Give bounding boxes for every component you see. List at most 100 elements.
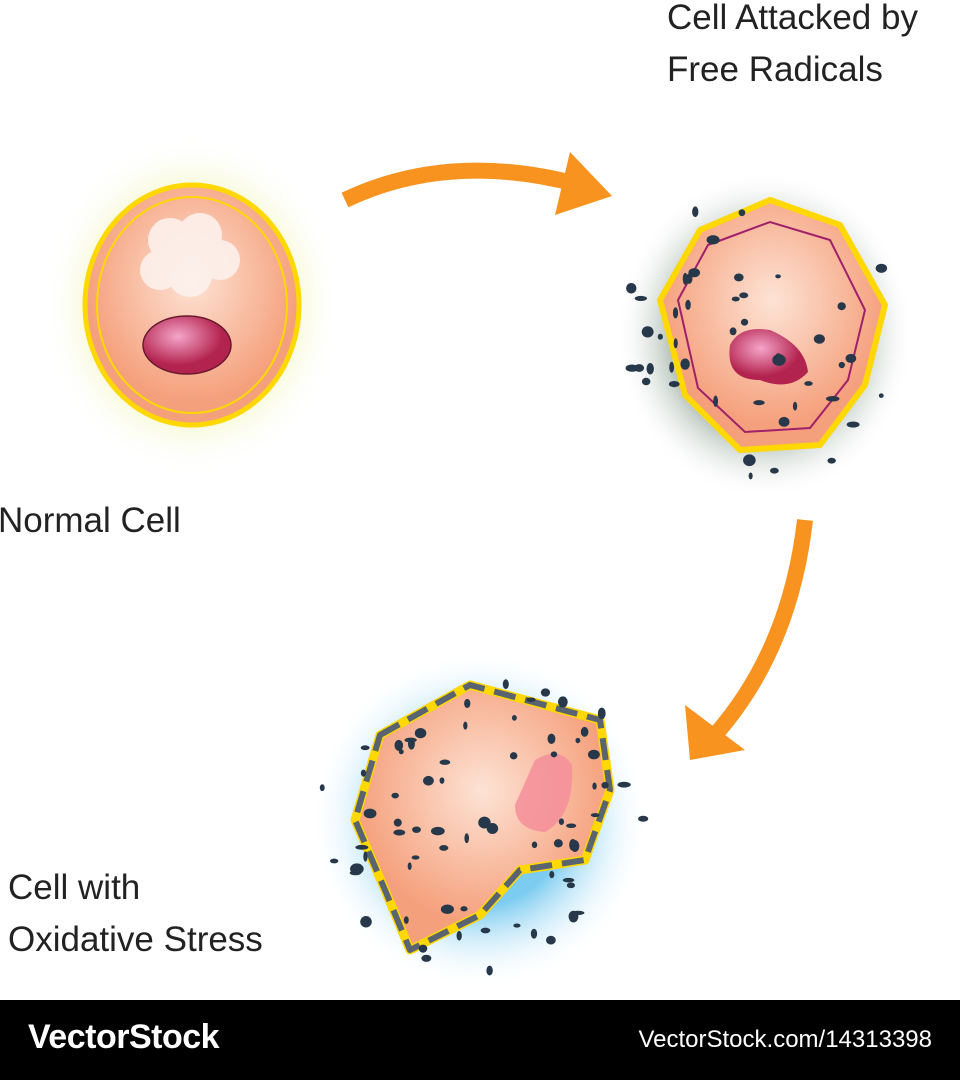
free-radical-speck — [349, 870, 362, 876]
free-radical-speck — [404, 737, 417, 743]
free-radical-speck — [464, 698, 471, 708]
free-radical-speck — [634, 295, 648, 301]
free-radical-speck — [412, 826, 421, 833]
free-radical-speck — [355, 844, 369, 850]
free-radical-speck — [575, 737, 581, 744]
free-radical-speck — [692, 206, 699, 218]
free-radical-speck — [511, 715, 517, 721]
free-radical-speck — [421, 954, 432, 962]
free-radical-speck — [792, 401, 798, 411]
free-radical-speck — [875, 263, 888, 273]
free-radical-speck — [569, 838, 577, 851]
free-radical-speck — [713, 395, 718, 407]
free-radical-speck — [804, 381, 813, 386]
free-radical-speck — [526, 697, 536, 702]
free-radical-speck — [460, 906, 468, 912]
free-radical-speck — [672, 307, 679, 319]
label-attacked-line1: Cell Attacked by — [667, 0, 918, 37]
free-radical-speck — [418, 944, 428, 953]
free-radical-speck — [626, 282, 637, 294]
free-radicals — [319, 206, 888, 976]
free-radical-speck — [838, 361, 845, 369]
free-radical-speck — [657, 333, 663, 340]
label-stressed-line1: Cell with — [8, 868, 141, 907]
free-radical-speck — [688, 268, 700, 278]
free-radical-speck — [753, 400, 765, 406]
free-radical-speck — [403, 916, 409, 924]
free-radical-speck — [592, 782, 597, 790]
footer-bar: VectorStock VectorStock.com/14313398 — [0, 1000, 960, 1080]
free-radical-speck — [825, 396, 840, 402]
arrow-attacked-to-stressed — [685, 519, 813, 760]
free-radical-speck — [845, 353, 857, 363]
free-radical-speck — [319, 784, 325, 792]
diagram-art — [42, 135, 915, 990]
free-radical-speck — [837, 302, 846, 311]
free-radical-speck — [566, 882, 576, 889]
free-radical-speck — [638, 815, 649, 822]
free-radical-speck — [553, 839, 563, 848]
free-radical-speck — [329, 858, 339, 864]
free-radical-speck — [540, 688, 551, 697]
free-radical-speck — [509, 752, 518, 760]
free-radical-speck — [391, 792, 399, 799]
free-radical-speck — [685, 299, 691, 310]
label-attacked-line2: Free Radicals — [667, 50, 883, 89]
free-radical-speck — [557, 696, 568, 708]
free-radical-speck — [464, 833, 470, 844]
free-radical-speck — [706, 235, 720, 245]
free-radical-speck — [393, 818, 402, 827]
free-radical-speck — [566, 823, 577, 829]
free-radical-speck — [360, 769, 367, 777]
free-radical-speck — [625, 364, 639, 372]
free-radical-speck — [778, 416, 790, 427]
free-radical-speck — [733, 273, 744, 282]
free-radical-speck — [440, 904, 454, 915]
free-radical-speck — [363, 808, 377, 819]
normal-cell — [42, 135, 342, 475]
free-radical-speck — [480, 927, 491, 934]
free-radical-speck — [580, 726, 589, 737]
attacked-cell — [615, 170, 915, 500]
free-radical-speck — [430, 826, 445, 836]
free-radical-speck — [846, 421, 860, 428]
free-radical-speck — [393, 829, 406, 836]
free-radical-speck — [439, 759, 451, 765]
free-radical-speck — [587, 749, 600, 760]
free-radical-speck — [617, 781, 631, 788]
free-radical-speck — [770, 467, 779, 474]
free-radical-speck — [669, 361, 675, 373]
free-radical-speck — [813, 334, 825, 344]
free-radical-speck — [360, 745, 370, 751]
free-radical-speck — [731, 296, 740, 302]
label-stressed-line2: Oxidative Stress — [8, 920, 263, 959]
free-radical-speck — [601, 781, 609, 789]
free-radical-speck — [772, 354, 786, 366]
free-radical-speck — [673, 338, 678, 349]
free-radical-speck — [740, 318, 749, 326]
free-radical-speck — [486, 822, 499, 834]
free-radical-speck — [775, 353, 781, 358]
free-radical-speck — [562, 877, 575, 883]
free-radical-speck — [550, 751, 558, 758]
free-radical-speck — [486, 965, 493, 976]
free-radical-speck — [878, 393, 884, 398]
free-radical-speck — [558, 818, 565, 825]
free-radical-speck — [668, 380, 680, 388]
free-radical-speck — [439, 844, 449, 851]
free-radical-speck — [502, 679, 509, 690]
free-radical-speck — [363, 851, 368, 862]
free-radical-speck — [456, 930, 462, 941]
free-radical-speck — [738, 209, 746, 217]
free-radical-speck — [568, 910, 579, 923]
arrow-normal-to-attacked — [341, 152, 612, 215]
free-radical-speck — [394, 739, 404, 751]
free-radical-speck — [590, 813, 600, 818]
free-radical-speck — [549, 870, 555, 879]
free-radical-speck — [530, 928, 538, 939]
free-radical-speck — [547, 733, 556, 744]
free-radical-speck — [411, 855, 420, 860]
free-radical-speck — [743, 454, 756, 467]
free-radical-speck — [641, 326, 654, 338]
